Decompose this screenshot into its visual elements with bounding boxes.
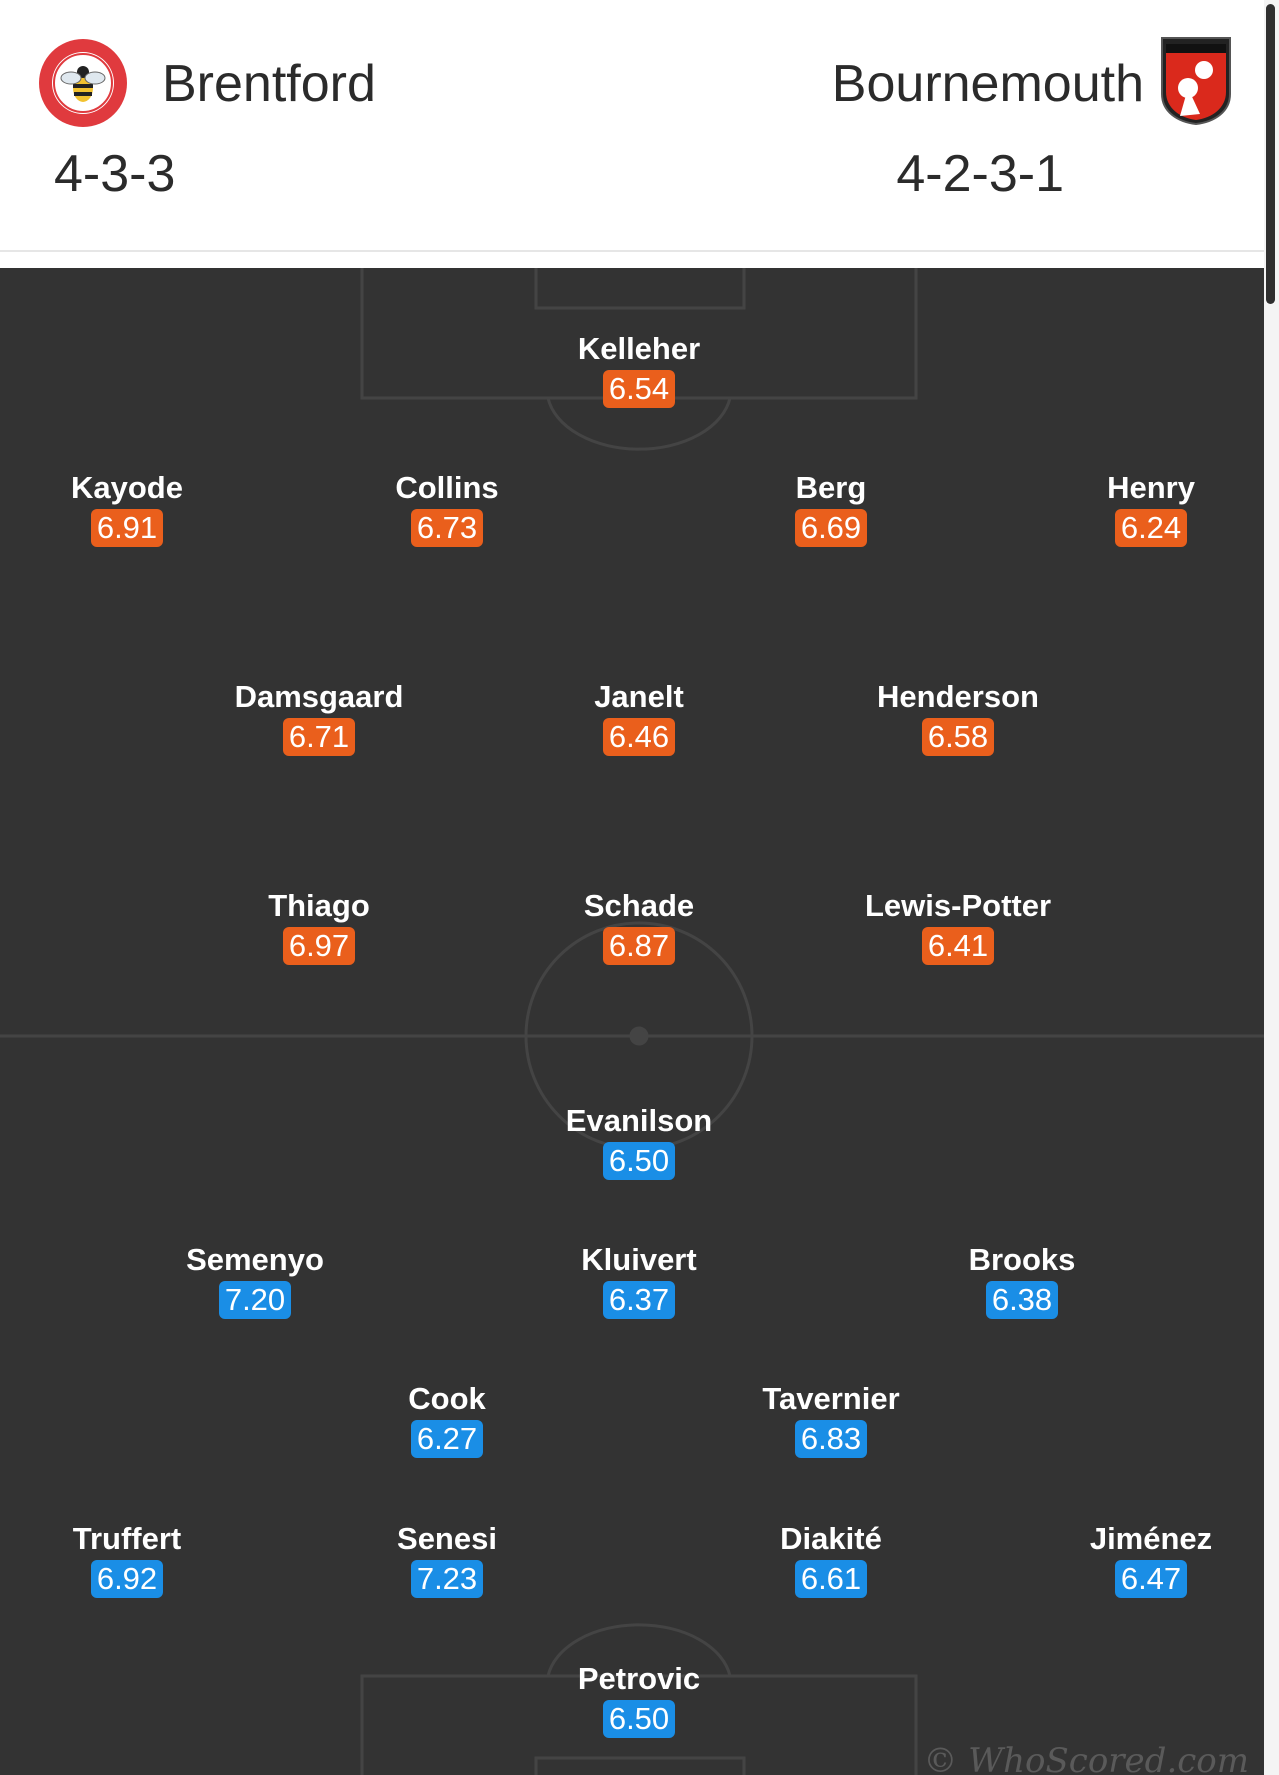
player-name: Schade xyxy=(583,888,695,923)
player-rating: 6.58 xyxy=(921,718,995,756)
player-name: Lewis-Potter xyxy=(864,888,1052,923)
player-rating: 6.24 xyxy=(1114,509,1188,547)
player-name: Jiménez xyxy=(1089,1521,1213,1556)
player-card[interactable]: Schade 6.87 xyxy=(519,887,759,965)
player-rating: 6.92 xyxy=(90,1560,164,1598)
whoscored-watermark: © WhoScored.com xyxy=(923,1741,1249,1775)
player-rating: 6.41 xyxy=(921,927,995,965)
player-card[interactable]: Semenyo 7.20 xyxy=(135,1241,375,1319)
player-rating: 6.91 xyxy=(90,509,164,547)
player-card[interactable]: Diakité 6.61 xyxy=(711,1520,951,1598)
home-formation: 4-3-3 xyxy=(54,145,176,203)
player-card[interactable]: Janelt 6.46 xyxy=(519,678,759,756)
player-card[interactable]: Cook 6.27 xyxy=(327,1380,567,1458)
player-name: Petrovic xyxy=(577,1661,701,1696)
player-name: Truffert xyxy=(72,1521,182,1556)
player-card[interactable]: Kluivert 6.37 xyxy=(519,1241,759,1319)
scrollbar-thumb[interactable] xyxy=(1266,4,1275,304)
player-name: Janelt xyxy=(594,679,684,714)
player-rating: 6.71 xyxy=(282,718,356,756)
player-card[interactable]: Tavernier 6.83 xyxy=(711,1380,951,1458)
brentford-bee-crest-icon[interactable] xyxy=(38,38,128,128)
player-name: Diakité xyxy=(780,1521,882,1556)
player-rating: 6.50 xyxy=(602,1700,676,1738)
player-card[interactable]: Evanilson 6.50 xyxy=(519,1102,759,1180)
player-card[interactable]: Brooks 6.38 xyxy=(902,1241,1142,1319)
player-name: Henderson xyxy=(877,679,1039,714)
away-team-name[interactable]: Bournemouth xyxy=(831,55,1144,113)
player-name: Damsgaard xyxy=(234,679,404,714)
player-name: Cook xyxy=(408,1381,486,1416)
scrollbar-track[interactable] xyxy=(1264,0,1279,1775)
player-rating: 7.23 xyxy=(410,1560,484,1598)
player-card[interactable]: Petrovic 6.50 xyxy=(519,1660,759,1738)
player-rating: 6.73 xyxy=(410,509,484,547)
player-name: Henry xyxy=(1107,470,1195,505)
player-card[interactable]: Damsgaard 6.71 xyxy=(199,678,439,756)
player-name: Semenyo xyxy=(186,1242,324,1277)
player-rating: 6.46 xyxy=(602,718,676,756)
player-card[interactable]: Thiago 6.97 xyxy=(199,887,439,965)
home-team-name[interactable]: Brentford xyxy=(162,55,376,113)
player-name: Kayode xyxy=(71,470,183,505)
player-name: Berg xyxy=(795,470,867,505)
player-card[interactable]: Lewis-Potter 6.41 xyxy=(838,887,1078,965)
player-card[interactable]: Truffert 6.92 xyxy=(7,1520,247,1598)
player-name: Brooks xyxy=(968,1242,1076,1277)
player-rating: 6.87 xyxy=(602,927,676,965)
player-card[interactable]: Berg 6.69 xyxy=(711,469,951,547)
player-rating: 6.27 xyxy=(410,1420,484,1458)
player-rating: 7.20 xyxy=(218,1281,292,1319)
player-card[interactable]: Henderson 6.58 xyxy=(838,678,1078,756)
player-rating: 6.38 xyxy=(985,1281,1059,1319)
player-rating: 6.97 xyxy=(282,927,356,965)
player-card[interactable]: Henry 6.24 xyxy=(1031,469,1271,547)
player-rating: 6.50 xyxy=(602,1142,676,1180)
player-rating: 6.69 xyxy=(794,509,868,547)
match-header: Brentford 4-3-3 Bournemouth 4-2-3-1 xyxy=(0,0,1264,252)
player-name: Thiago xyxy=(268,888,370,923)
player-card[interactable]: Jiménez 6.47 xyxy=(1031,1520,1271,1598)
player-rating: 6.54 xyxy=(602,370,676,408)
player-name: Kluivert xyxy=(581,1242,697,1277)
away-formation: 4-2-3-1 xyxy=(896,145,1064,203)
lineup-pitch: Kelleher 6.54 Kayode 6.91 Collins 6.73 B… xyxy=(0,268,1279,1775)
player-rating: 6.61 xyxy=(794,1560,868,1598)
pitch-markings xyxy=(0,268,1279,1775)
player-rating: 6.37 xyxy=(602,1281,676,1319)
player-card[interactable]: Senesi 7.23 xyxy=(327,1520,567,1598)
player-card[interactable]: Collins 6.73 xyxy=(327,469,567,547)
player-rating: 6.47 xyxy=(1114,1560,1188,1598)
bournemouth-cherry-crest-icon[interactable] xyxy=(1158,34,1234,126)
player-name: Collins xyxy=(395,470,499,505)
player-rating: 6.83 xyxy=(794,1420,868,1458)
player-card[interactable]: Kelleher 6.54 xyxy=(519,330,759,408)
player-card[interactable]: Kayode 6.91 xyxy=(7,469,247,547)
player-name: Tavernier xyxy=(762,1381,900,1416)
player-name: Kelleher xyxy=(577,331,701,366)
player-name: Evanilson xyxy=(565,1103,713,1138)
player-name: Senesi xyxy=(397,1521,497,1556)
